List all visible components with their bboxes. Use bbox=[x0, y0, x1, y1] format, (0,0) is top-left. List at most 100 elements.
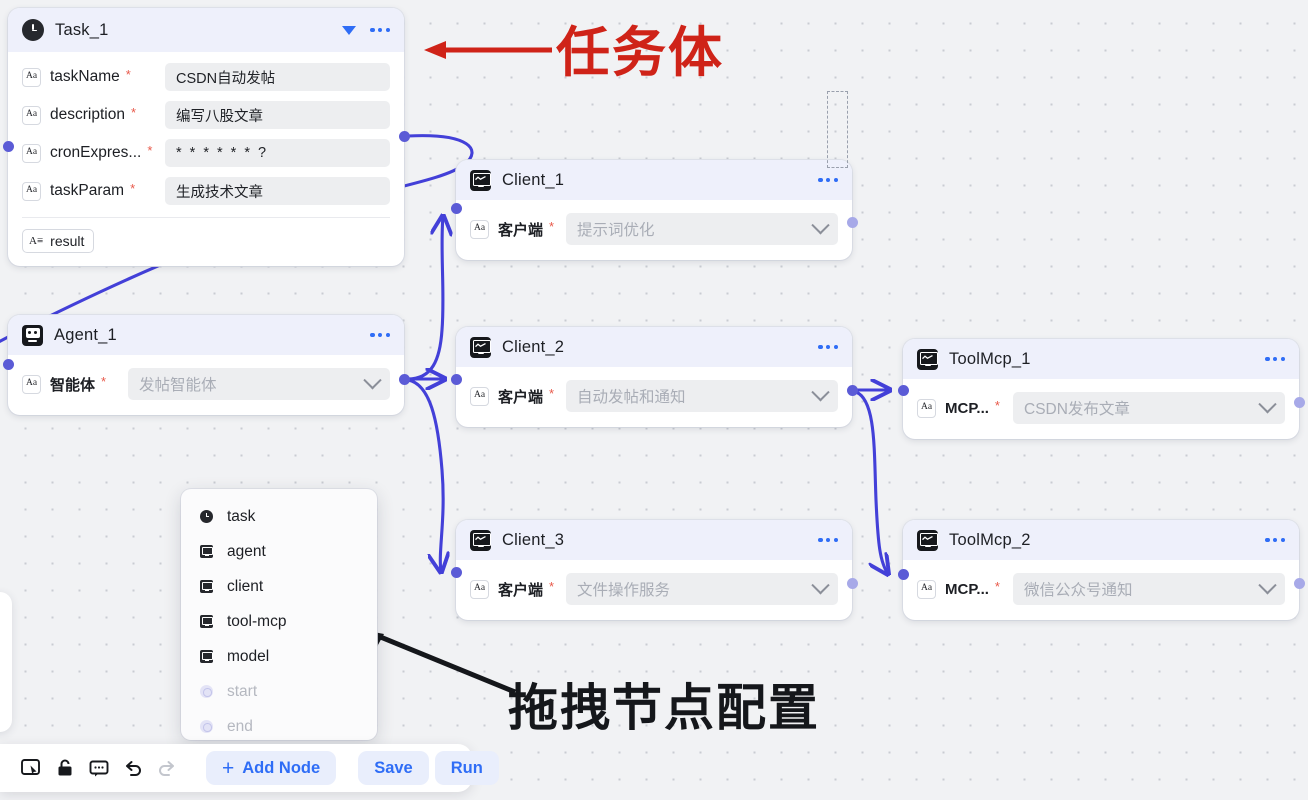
more-options-icon[interactable] bbox=[1265, 356, 1285, 362]
input-port[interactable] bbox=[2, 140, 14, 152]
output-result-chip[interactable]: A≡ result bbox=[22, 229, 95, 253]
node-client-3-header[interactable]: Client_3 bbox=[456, 520, 852, 560]
bottom-toolbar[interactable]: + Add Node Save Run bbox=[0, 744, 499, 792]
output-port[interactable] bbox=[398, 373, 410, 385]
node-task-1-header[interactable]: Task_1 bbox=[8, 8, 404, 52]
node-client-1-body: Aa 客户端 * 提示词优化 bbox=[456, 200, 852, 260]
node-client-2-header[interactable]: Client_2 bbox=[456, 327, 852, 367]
description-input[interactable]: 编写八股文章 bbox=[165, 101, 390, 129]
node-client-2[interactable]: Client_2 Aa 客户端 * 自动发帖和通知 bbox=[450, 327, 858, 427]
lock-icon[interactable] bbox=[48, 751, 82, 785]
plus-icon: + bbox=[222, 756, 235, 780]
node-toolmcp-1[interactable]: ToolMcp_1 Aa MCP... * CSDN发布文章 bbox=[897, 339, 1305, 439]
input-port[interactable] bbox=[897, 568, 909, 580]
black-annotation-arrow bbox=[359, 629, 516, 695]
node-client-2-body: Aa 客户端 * 自动发帖和通知 bbox=[456, 367, 852, 427]
required-marker: * bbox=[549, 385, 555, 401]
agent-select-value: 发帖智能体 bbox=[139, 377, 217, 394]
menu-item-agent[interactable]: agent bbox=[181, 534, 377, 569]
output-port[interactable] bbox=[846, 216, 858, 228]
field-mcp[interactable]: Aa MCP... * CSDN发布文章 bbox=[917, 392, 1285, 424]
taskname-input[interactable]: CSDN自动发帖 bbox=[165, 63, 390, 91]
field-description[interactable]: Aa description * 编写八股文章 bbox=[22, 101, 390, 129]
output-port[interactable] bbox=[398, 130, 410, 142]
mcp-select[interactable]: 微信公众号通知 bbox=[1013, 573, 1285, 605]
input-port[interactable] bbox=[2, 358, 14, 370]
menu-item-model[interactable]: model bbox=[181, 639, 377, 674]
mcp-select-value: CSDN发布文章 bbox=[1024, 401, 1130, 418]
text-type-icon: Aa bbox=[470, 386, 489, 406]
client-select[interactable]: 提示词优化 bbox=[566, 213, 838, 245]
chevron-down-icon bbox=[811, 575, 830, 594]
left-side-panel[interactable] bbox=[0, 592, 12, 732]
add-node-button[interactable]: + Add Node bbox=[206, 751, 337, 785]
node-toolmcp-1-title: ToolMcp_1 bbox=[949, 349, 1031, 368]
node-agent-1-header[interactable]: Agent_1 bbox=[8, 315, 404, 355]
comment-icon[interactable] bbox=[82, 751, 116, 785]
field-cronexpression[interactable]: Aa cronExpres... * * * * * * * ? bbox=[22, 139, 390, 167]
output-port[interactable] bbox=[1293, 396, 1305, 408]
triangle-down-icon[interactable] bbox=[342, 25, 357, 35]
menu-item-task[interactable]: task bbox=[181, 499, 377, 534]
more-options-icon[interactable] bbox=[370, 27, 390, 33]
clock-icon bbox=[200, 510, 213, 523]
client-select[interactable]: 自动发帖和通知 bbox=[566, 380, 838, 412]
client-select-value: 自动发帖和通知 bbox=[577, 389, 686, 406]
more-options-icon[interactable] bbox=[818, 537, 838, 543]
field-client[interactable]: Aa 客户端 * 提示词优化 bbox=[470, 213, 838, 245]
cronexpression-input[interactable]: * * * * * * ? bbox=[165, 139, 390, 167]
more-options-icon[interactable] bbox=[818, 177, 838, 183]
required-marker: * bbox=[125, 66, 131, 82]
input-port[interactable] bbox=[450, 202, 462, 214]
menu-item-client[interactable]: client bbox=[181, 569, 377, 604]
text-type-icon: Aa bbox=[917, 579, 936, 599]
output-port[interactable] bbox=[1293, 577, 1305, 589]
node-toolmcp-2-header[interactable]: ToolMcp_2 bbox=[903, 520, 1299, 560]
more-options-icon[interactable] bbox=[1265, 537, 1285, 543]
input-port[interactable] bbox=[450, 373, 462, 385]
required-marker: * bbox=[130, 180, 136, 196]
menu-item-end: end bbox=[181, 709, 377, 744]
more-options-icon[interactable] bbox=[370, 332, 390, 338]
save-button[interactable]: Save bbox=[358, 751, 429, 785]
node-toolmcp-2[interactable]: ToolMcp_2 Aa MCP... * 微信公众号通知 bbox=[897, 520, 1305, 620]
text-type-icon: Aa bbox=[22, 105, 41, 125]
field-taskparam[interactable]: Aa taskParam * 生成技术文章 bbox=[22, 177, 390, 205]
input-port[interactable] bbox=[897, 384, 909, 396]
field-label: 客户端 bbox=[498, 388, 544, 406]
text-type-icon: Aa bbox=[22, 181, 41, 201]
divider bbox=[22, 217, 390, 218]
field-client[interactable]: Aa 客户端 * 自动发帖和通知 bbox=[470, 380, 838, 412]
select-tool-icon[interactable] bbox=[14, 751, 48, 785]
menu-item-tool-mcp[interactable]: tool-mcp bbox=[181, 604, 377, 639]
node-client-1-header[interactable]: Client_1 bbox=[456, 160, 852, 200]
undo-icon[interactable] bbox=[116, 751, 150, 785]
node-client-3[interactable]: Client_3 Aa 客户端 * 文件操作服务 bbox=[450, 520, 858, 620]
field-label: MCP... bbox=[945, 399, 989, 417]
output-port[interactable] bbox=[846, 384, 858, 396]
node-toolmcp-1-header[interactable]: ToolMcp_1 bbox=[903, 339, 1299, 379]
agent-select[interactable]: 发帖智能体 bbox=[128, 368, 390, 400]
field-agent[interactable]: Aa 智能体 * 发帖智能体 bbox=[22, 368, 390, 400]
field-label: 客户端 bbox=[498, 221, 544, 239]
field-label: 智能体 bbox=[50, 376, 96, 394]
field-client[interactable]: Aa 客户端 * 文件操作服务 bbox=[470, 573, 838, 605]
input-port[interactable] bbox=[450, 566, 462, 578]
menu-item-label: client bbox=[227, 577, 264, 595]
chevron-down-icon bbox=[1258, 394, 1277, 413]
field-taskname[interactable]: Aa taskName * CSDN自动发帖 bbox=[22, 63, 390, 91]
mcp-select[interactable]: CSDN发布文章 bbox=[1013, 392, 1285, 424]
add-node-label: Add Node bbox=[242, 758, 321, 777]
client-select[interactable]: 文件操作服务 bbox=[566, 573, 838, 605]
taskparam-input[interactable]: 生成技术文章 bbox=[165, 177, 390, 205]
node-client-1[interactable]: Client_1 Aa 客户端 * 提示词优化 bbox=[450, 160, 858, 260]
more-options-icon[interactable] bbox=[818, 344, 838, 350]
field-mcp[interactable]: Aa MCP... * 微信公众号通知 bbox=[917, 573, 1285, 605]
node-agent-1[interactable]: Agent_1 Aa 智能体 * 发帖智能体 bbox=[2, 315, 410, 415]
node-type-menu[interactable]: task agent client tool-mcp model start e… bbox=[181, 489, 377, 740]
run-button[interactable]: Run bbox=[434, 751, 499, 785]
node-task-1[interactable]: Task_1 Aa taskName * CSDN自动发帖 Aa descrip… bbox=[2, 8, 410, 266]
text-type-icon: Aa bbox=[917, 398, 936, 418]
output-port[interactable] bbox=[846, 577, 858, 589]
